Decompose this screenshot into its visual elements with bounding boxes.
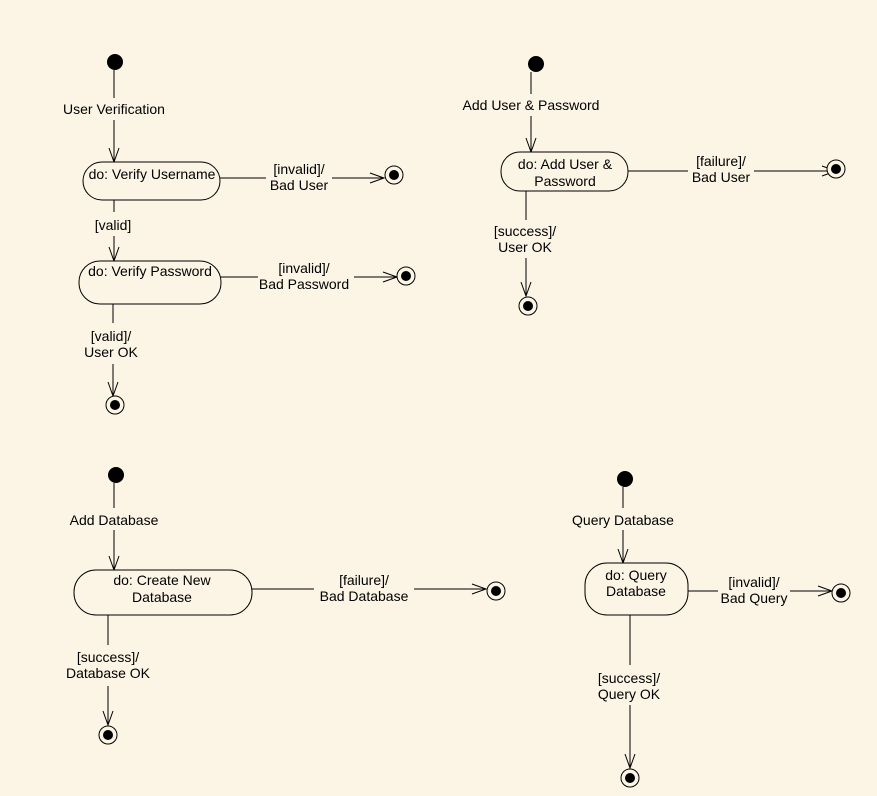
state-create-new-database[interactable]	[73, 569, 253, 616]
transition-label: [invalid]/	[273, 161, 324, 177]
transition-label: [success]/	[598, 670, 660, 686]
transition-label: User OK	[498, 239, 552, 255]
state-label: do: Create New	[113, 572, 211, 588]
entry-label: Query Database	[572, 512, 674, 528]
diagram-query-database: Query Database do: Query Database [inval…	[572, 471, 851, 788]
final-node-dot	[103, 730, 113, 740]
diagram-add-user-password: Add User & Password do: Add User & Passw…	[463, 56, 846, 316]
state-verify-username[interactable]	[82, 161, 221, 201]
final-node-dot	[625, 773, 635, 783]
arrowhead	[369, 172, 386, 184]
final-node-dot	[389, 170, 399, 180]
state-label: Password	[534, 173, 595, 189]
arrowhead	[102, 710, 114, 727]
state-label: do: Verify Password	[88, 263, 212, 279]
transition-label: Database OK	[66, 665, 151, 681]
transition-label: [failure]/	[696, 153, 746, 169]
arrowhead	[624, 753, 636, 770]
transition-label: [valid]	[95, 217, 132, 233]
final-node-dot	[836, 588, 846, 598]
arrowhead	[520, 281, 532, 298]
final-node-dot	[110, 400, 120, 410]
state-query-database[interactable]	[584, 562, 689, 616]
entry-label: Add User & Password	[463, 97, 600, 113]
transition-label: Bad User	[692, 169, 751, 185]
transition-label: Bad Query	[721, 590, 788, 606]
transition-label: Bad Password	[259, 276, 349, 292]
transition-label: Bad User	[270, 177, 329, 193]
transition-label: Bad Database	[320, 588, 409, 604]
transition-label: [success]/	[494, 223, 556, 239]
initial-node	[617, 471, 633, 487]
state-verify-password[interactable]	[78, 260, 222, 305]
transition-label: User OK	[84, 344, 138, 360]
state-label: Database	[606, 583, 666, 599]
transition-label: [valid]/	[91, 328, 132, 344]
transition-label: [success]/	[77, 649, 139, 665]
diagram-user-verification: User Verification do: Verify Username [i…	[63, 54, 416, 415]
final-node-dot	[523, 301, 533, 311]
transition-label: [invalid]/	[728, 574, 779, 590]
initial-node	[528, 56, 544, 72]
state-label: do: Add User &	[518, 156, 613, 172]
initial-node	[107, 54, 123, 70]
final-node-dot	[831, 164, 841, 174]
entry-label: Add Database	[70, 512, 159, 528]
state-label: do: Verify Username	[89, 166, 216, 182]
entry-label: User Verification	[63, 101, 165, 117]
transition-label: [invalid]/	[278, 260, 329, 276]
arrowhead	[471, 583, 488, 595]
final-node-dot	[491, 586, 501, 596]
final-node-dot	[401, 271, 411, 281]
initial-node	[108, 467, 124, 483]
diagram-add-database: Add Database do: Create New Database [fa…	[66, 467, 506, 745]
state-label: Database	[132, 589, 192, 605]
transition-label: Query OK	[598, 686, 661, 702]
transition-label: [failure]/	[339, 572, 389, 588]
state-label: do: Query	[605, 567, 666, 583]
